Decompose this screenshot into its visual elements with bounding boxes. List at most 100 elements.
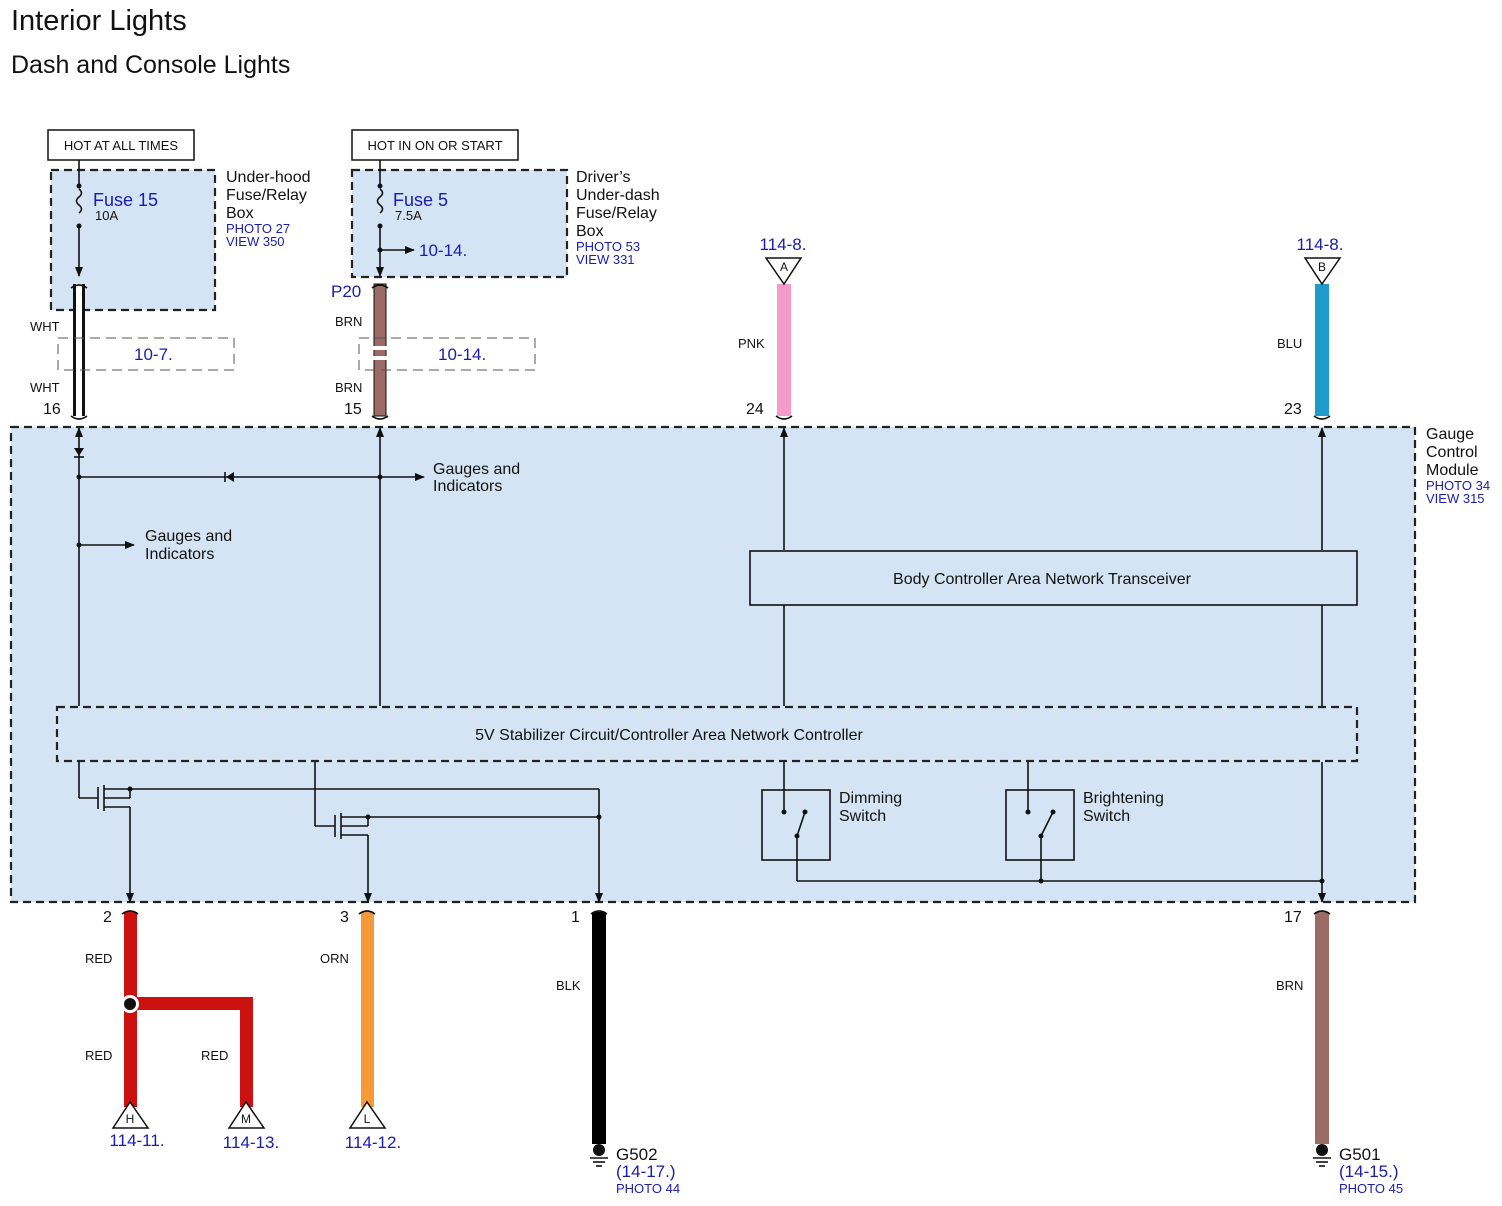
dimming-switch-box[interactable] (761, 789, 831, 861)
ground-g501-name: G501 (1339, 1145, 1381, 1164)
can-transceiver-box (749, 550, 1358, 606)
ground-g502-photo: PHOTO 44 (616, 1181, 680, 1196)
brightening-line1: Brightening (1083, 790, 1164, 807)
wire-blk (592, 912, 606, 1144)
triangle-m-ref: 114-13. (223, 1133, 279, 1152)
fuse5-ref: 10-14. (419, 241, 467, 260)
page-title: Interior Lights (11, 5, 187, 37)
wire-label-brn-bottom: BRN (335, 380, 362, 395)
pin-2: 2 (103, 909, 112, 926)
hot-at-all-times-box (47, 129, 195, 161)
dimming-line1: Dimming (839, 790, 902, 807)
underdash-box-view: VIEW 331 (576, 252, 635, 267)
wire-label-orn: ORN (320, 951, 349, 966)
triangle-b (1303, 257, 1342, 286)
hot-at-all-times-label: HOT AT ALL TIMES (64, 138, 178, 153)
transistor-1 (78, 762, 308, 903)
fuse5-name: Fuse 5 (393, 190, 448, 210)
triangle-a-ref: 114-8. (760, 235, 807, 254)
triangle-h-ref: 114-11. (109, 1131, 164, 1150)
splice-dot (124, 998, 136, 1010)
pin-24: 24 (746, 401, 764, 418)
pin-15: 15 (344, 401, 362, 418)
gauges2-line1: Gauges and (433, 461, 520, 478)
stabilizer-box (55, 705, 1359, 763)
ground-g502-icon (590, 1144, 608, 1167)
underdash-box-line4: Box (576, 223, 604, 240)
underhood-box-line3: Box (226, 205, 254, 222)
triangle-m-letter: M (241, 1112, 251, 1126)
triangle-h (111, 1100, 150, 1129)
hot-in-on-or-start-label: HOT IN ON OR START (367, 138, 502, 153)
connector-p20: P20 (331, 282, 361, 301)
wire-label-wht-bottom: WHT (30, 380, 60, 395)
module-line1: Gauge (1426, 426, 1474, 443)
underdash-box-line3: Fuse/Relay (576, 205, 657, 222)
transistor-2 (314, 762, 599, 903)
wire-label-red2: RED (85, 1048, 112, 1063)
gauges2-line2: Indicators (433, 478, 502, 495)
can-transceiver-label: Body Controller Area Network Transceiver (893, 571, 1192, 588)
triangle-m (227, 1100, 266, 1129)
wire-red-m (240, 997, 253, 1107)
dimming-line2: Switch (839, 808, 886, 825)
pin-1: 1 (571, 909, 580, 926)
fuse15-name: Fuse 15 (93, 190, 158, 210)
wire-label-red1: RED (85, 951, 112, 966)
fuse15-rating: 10A (95, 208, 118, 223)
brightening-switch-box[interactable] (1005, 789, 1075, 861)
ground-g501-photo: PHOTO 45 (1339, 1181, 1403, 1196)
pin-16: 16 (43, 401, 61, 418)
module-view: VIEW 315 (1426, 491, 1485, 506)
underhood-box-photo: PHOTO 27 (226, 221, 290, 236)
underhood-box-view: VIEW 350 (226, 234, 285, 249)
wire-label-blu: BLU (1277, 336, 1302, 351)
module-line3: Module (1426, 462, 1479, 479)
splice-ref-box-left (57, 337, 235, 371)
pin-3: 3 (340, 909, 349, 926)
wire-brn-ground (1315, 912, 1329, 1144)
wire-wht (73, 284, 85, 416)
wire-blu (1315, 284, 1329, 416)
module-line2: Control (1426, 444, 1478, 461)
ground-g502-name: G502 (616, 1145, 658, 1164)
triangle-l (348, 1100, 387, 1129)
wire-orn (361, 912, 374, 1107)
gauge-control-module-box (9, 425, 1417, 904)
triangle-l-letter: L (364, 1112, 371, 1126)
fuse5-symbol (376, 188, 384, 214)
underhood-box-line2: Fuse/Relay (226, 187, 307, 204)
wire-label-brn-top: BRN (335, 314, 362, 329)
gauges1-line1: Gauges and (145, 528, 232, 545)
brightening-line2: Switch (1083, 808, 1130, 825)
wire-label-wht-top: WHT (30, 319, 60, 334)
module-photo: PHOTO 34 (1426, 478, 1490, 493)
triangle-h-letter: H (126, 1112, 135, 1126)
splice-ref-left: 10-7. (134, 345, 173, 364)
ground-g502-ref: (14-17.) (616, 1162, 676, 1181)
wire-pnk (777, 284, 791, 416)
wire-label-pnk: PNK (738, 336, 765, 351)
stabilizer-label: 5V Stabilizer Circuit/Controller Area Ne… (475, 727, 863, 744)
pin-23: 23 (1284, 401, 1302, 418)
triangle-l-ref: 114-12. (345, 1133, 401, 1152)
fuse5-rating: 7.5A (395, 208, 422, 223)
underdash-box-line1: Driver’s (576, 169, 631, 186)
page-subtitle: Dash and Console Lights (11, 51, 290, 79)
splice-ref-right: 10-14. (438, 345, 486, 364)
gauges1-line2: Indicators (145, 546, 214, 563)
triangle-b-ref: 114-8. (1297, 235, 1344, 254)
pin-17: 17 (1284, 909, 1302, 926)
triangle-a-letter: A (780, 260, 788, 274)
wire-label-red3: RED (201, 1048, 228, 1063)
ground-g501-icon (1313, 1144, 1331, 1167)
underdash-fuse-box (350, 168, 569, 279)
wire-label-blk: BLK (556, 978, 581, 993)
underhood-box-line1: Under-hood (226, 169, 311, 186)
triangle-a (764, 257, 803, 286)
wire-red-branch (124, 997, 252, 1010)
ground-g501-ref: (14-15.) (1339, 1162, 1399, 1181)
underdash-box-photo: PHOTO 53 (576, 239, 640, 254)
hot-in-on-or-start-box (351, 129, 519, 161)
